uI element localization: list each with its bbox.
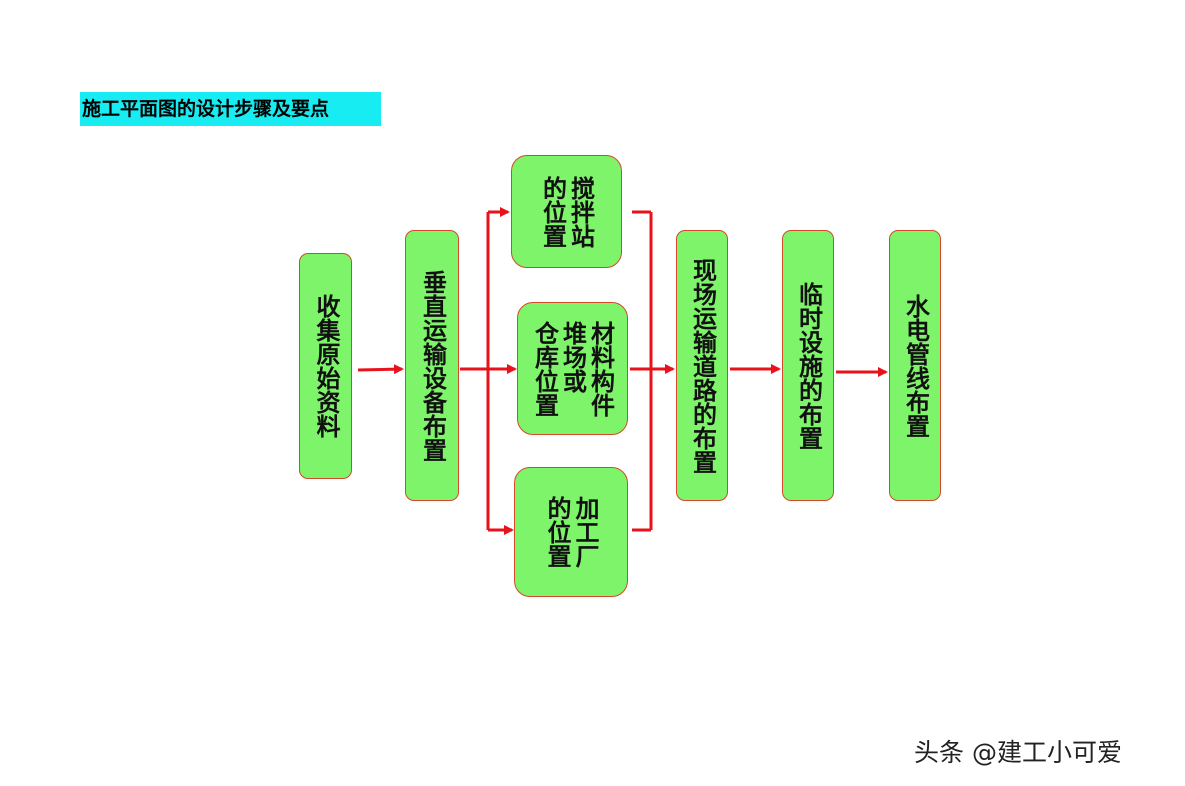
page-title: 施工平面图的设计步骤及要点 <box>80 92 381 126</box>
node-material-yard-label: 材料构件 堆场或 仓库位置 <box>530 320 615 417</box>
watermark: 头条 @建工小可爱 <box>914 738 1122 767</box>
node-water-electric: 水电管线布置 <box>889 230 941 501</box>
node-site-roads-label: 现场运输道路的布置 <box>688 257 717 474</box>
node-vertical-transport: 垂直运输设备布置 <box>405 230 459 501</box>
node-processing-plant: 加工厂 的位置 <box>514 467 628 597</box>
node-mixing-station-label: 搅拌站 的位置 <box>538 175 595 248</box>
node-site-roads: 现场运输道路的布置 <box>676 230 728 501</box>
node-processing-plant-label: 加工厂 的位置 <box>543 496 599 568</box>
arrow-collect-to-vertical <box>357 364 404 375</box>
node-collect-data-label: 收集原始资料 <box>312 294 340 438</box>
node-vertical-transport-label: 垂直运输设备布置 <box>418 269 447 462</box>
node-material-yard: 材料构件 堆场或 仓库位置 <box>517 302 628 435</box>
node-temporary-facilities-label: 临时设施的布置 <box>794 281 823 450</box>
node-temporary-facilities: 临时设施的布置 <box>782 230 834 501</box>
node-collect-data: 收集原始资料 <box>299 253 352 479</box>
node-water-electric-label: 水电管线布置 <box>901 293 930 438</box>
node-mixing-station: 搅拌站 的位置 <box>511 155 622 268</box>
